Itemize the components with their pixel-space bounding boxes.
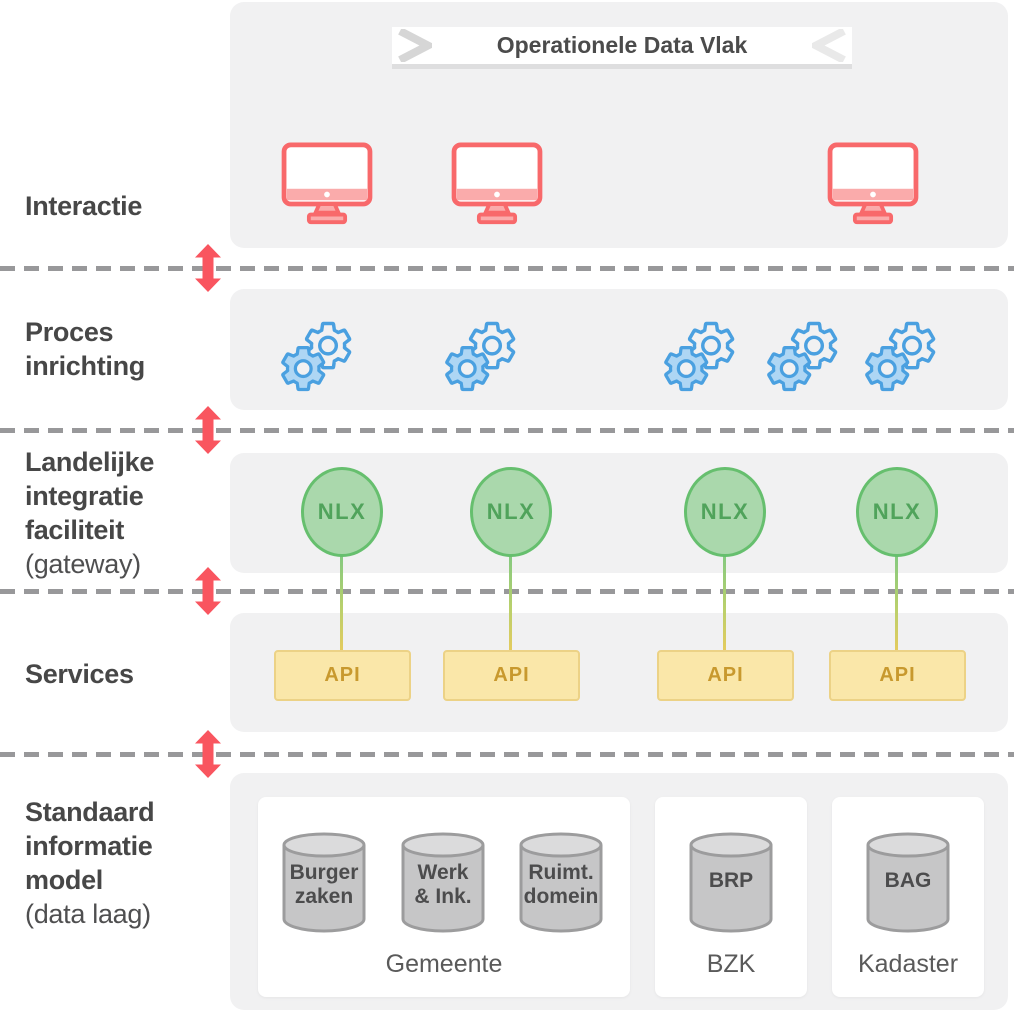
nlx-node: NLX [470,467,552,557]
api-label: API [879,664,916,686]
api-box: API [274,650,411,701]
database-label: BAG [884,869,932,892]
api-box: API [443,650,580,701]
process-gears-icon [865,321,936,392]
double-arrow-icon [195,567,221,615]
database-cylinder-icon: BRP [685,831,777,933]
nlx-label: NLX [317,499,367,524]
process-gears-icon [445,321,516,392]
ribbon-fold-chevron-icon [812,29,846,62]
monitor-icon [827,142,919,225]
api-box: API [829,650,966,701]
layer-sublabel-gateway: (gateway) [25,549,141,579]
database-label: Werk & Ink. [414,861,472,909]
dashed-separator [0,589,1014,594]
nlx-node: NLX [856,467,938,557]
layer-panel-proces-inrichting [230,289,1008,410]
process-gears-icon [767,321,838,392]
database-label: Burger zaken [289,861,359,909]
nlx-label: NLX [872,499,922,524]
cylinder-shape [866,832,950,933]
api-box: API [657,650,794,701]
connector-line [509,554,512,652]
layer-label-text: Landelijke integratie faciliteit [25,447,155,545]
ribbon-banner: Operationele Data Vlak [392,27,852,64]
api-label: API [324,664,361,686]
nlx-node: NLX [684,467,766,557]
database-label: BRP [708,869,754,892]
layer-label-text: Services [25,659,134,689]
double-arrow-icon [195,406,221,454]
card-name: BZK [706,950,756,978]
layer-label-proces-inrichting: Proces inrichting [25,315,145,383]
layer-label-services: Services [25,657,134,691]
cylinder-shape [401,832,485,933]
api-label: API [493,664,530,686]
double-arrow-icon [195,244,221,292]
database-cylinder-icon: Werk & Ink. [397,831,489,933]
layer-label-landelijke-integratie: Landelijke integratie faciliteit (gatewa… [25,445,154,581]
layer-label-standaard-informatie-model: Standaard informatie model (data laag) [25,795,155,931]
database-cylinder-icon: BAG [862,831,954,933]
dashed-separator [0,428,1014,433]
connector-line [340,554,343,652]
database-cylinder-icon: Ruimt. domein [515,831,607,933]
cylinder-shape [282,832,366,933]
nlx-label: NLX [486,499,536,524]
card-name: Kadaster [857,950,959,978]
layer-label-text: Interactie [25,191,143,221]
layer-label-text: Standaard informatie model [25,797,155,895]
banner-title: Operationele Data Vlak [496,32,748,58]
nlx-node: NLX [301,467,383,557]
connector-line [895,554,898,652]
monitor-icon [451,142,543,225]
cylinder-shape [689,832,773,933]
database-label: Ruimt. domein [523,861,599,909]
ribbon-fold-chevron-icon [398,29,432,62]
layer-label-text: Proces inrichting [25,317,145,381]
api-label: API [707,664,744,686]
nlx-label: NLX [700,499,750,524]
database-cylinder-icon: Burger zaken [278,831,370,933]
process-gears-icon [281,321,352,392]
card-name: Gemeente [385,950,503,978]
layer-label-interactie: Interactie [25,189,142,223]
cylinder-shape [519,832,603,933]
datasource-card-kadaster: Kadaster [832,797,984,997]
layer-sublabel-data-laag: (data laag) [25,899,151,929]
process-gears-icon [664,321,735,392]
monitor-icon [281,142,373,225]
connector-line [723,554,726,652]
dashed-separator [0,266,1014,271]
double-arrow-icon [195,730,221,778]
dashed-separator [0,752,1014,757]
